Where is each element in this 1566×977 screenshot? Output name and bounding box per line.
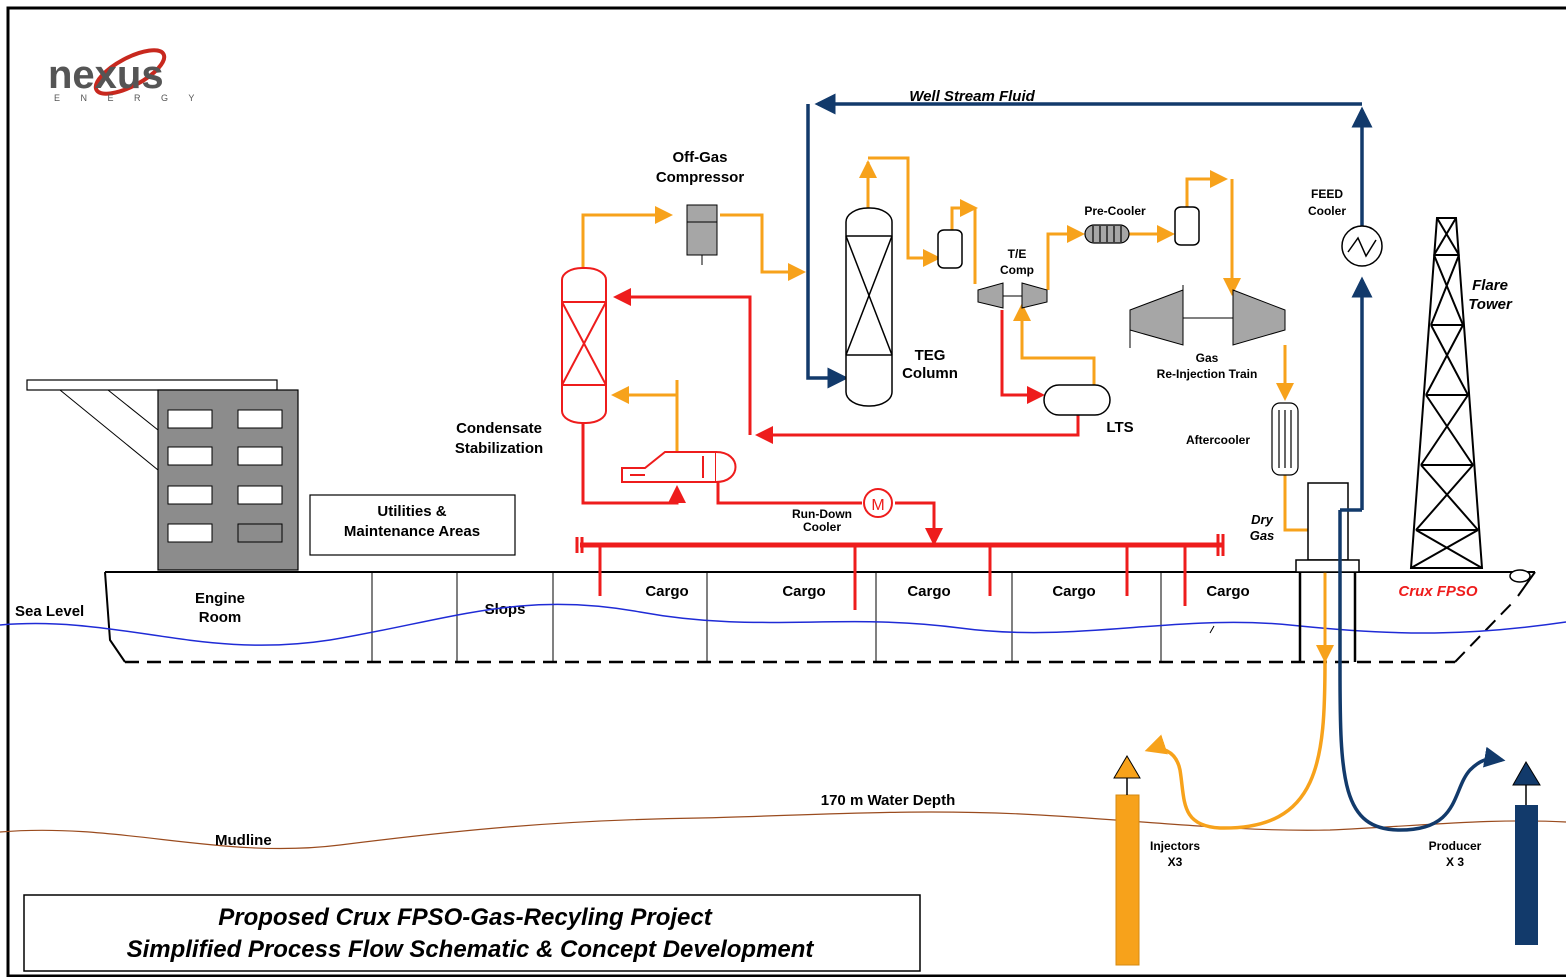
utilities-label-1: Utilities & [377,503,446,520]
logo-text: nexus [48,53,164,97]
cargo-label-3: Cargo [907,583,950,600]
gas-train-label-1: Gas [1196,351,1219,365]
liquid-lines [581,288,1080,546]
engine-room-label-1: Engine [195,590,245,607]
teg-label-1: TEG [915,347,946,364]
gas-reinjection-train [1129,285,1286,348]
lts-label: LTS [1106,419,1133,436]
utilities-label-2: Maintenance Areas [344,523,480,540]
offgas-compressor [686,204,718,265]
producer-label-2: X 3 [1446,855,1464,869]
cargo-label-2: Cargo [782,583,825,600]
te-comp-label-2: Comp [1000,263,1034,277]
injectors-label-2: X3 [1168,855,1183,869]
water-depth-label: 170 m Water Depth [821,792,955,809]
sea-level-line [0,603,1566,646]
te-comp-label-1: T/E [1008,247,1027,261]
engine-room-label-2: Room [199,609,242,626]
producer-flowline [1338,667,1506,832]
feed-cooler-label-1: FEED [1311,187,1343,201]
cargo-header [575,534,1225,610]
teg-column [845,207,893,407]
cargo-label-5: Cargo [1206,583,1249,600]
well-stream-lines [806,93,1373,510]
diagram-border [6,6,1566,977]
title-line-2: Simplified Process Flow Schematic & Conc… [127,936,815,963]
aftercooler-label: Aftercooler [1186,433,1250,447]
accommodation-block [26,379,299,571]
te-compressor [977,282,1048,309]
flare-tower-label-2: Tower [1468,296,1513,313]
lts-separator [1043,384,1111,416]
injectors-label-1: Injectors [1150,839,1200,853]
producer-well [1512,761,1541,945]
cargo-label-4: Cargo [1052,583,1095,600]
logo-subtext: E N E R G Y [54,93,203,103]
title-box [23,894,921,972]
slops-label: Slops [485,601,526,618]
dry-gas-label-2: Gas [1250,528,1275,543]
pre-cooler-label: Pre-Cooler [1084,204,1146,218]
aftercooler [1271,402,1299,476]
condensate-label-1: Condensate [456,420,542,437]
rundown-cooler: M [863,488,893,518]
offgas-label-2: Compressor [656,169,745,186]
svg-text:M: M [871,497,884,514]
crux-fpso-label: Crux FPSO [1398,583,1478,600]
offgas-label-1: Off-Gas [672,149,727,166]
mudline-label: Mudline [215,832,272,849]
pre-cooler [1084,224,1130,244]
injector-well [1113,755,1141,966]
rundown-label-2: Cooler [803,520,841,534]
stabilizer-reboiler [621,451,737,483]
nexus-logo: nexus E N E R G Y [48,48,203,103]
flare-tower-label-1: Flare [1472,277,1508,294]
gas-train-label-2: Re-Injection Train [1157,367,1258,381]
feed-cooler [1341,225,1383,267]
title-line-1: Proposed Crux FPSO-Gas-Recyling Project [218,904,712,931]
gas-lines [581,156,1334,663]
feed-cooler-label-2: Cooler [1308,204,1346,218]
precooler-ko-drum [1174,206,1200,246]
condensate-label-2: Stabilization [455,440,543,457]
flare-tower [1409,217,1484,569]
stabilizer-column [561,267,607,424]
cargo-label-1: Cargo [645,583,688,600]
dry-gas-label-1: Dry [1251,512,1273,527]
rundown-label-1: Run-Down [792,507,852,521]
well-stream-label: Well Stream Fluid [909,88,1035,105]
utilities-box [309,494,516,556]
teg-ko-drum [937,229,963,269]
producer-label-1: Producer [1429,839,1482,853]
teg-label-2: Column [902,365,958,382]
sea-level-label: Sea Level [15,603,84,620]
injector-flowline [1144,659,1327,830]
mudline-line [0,811,1566,850]
